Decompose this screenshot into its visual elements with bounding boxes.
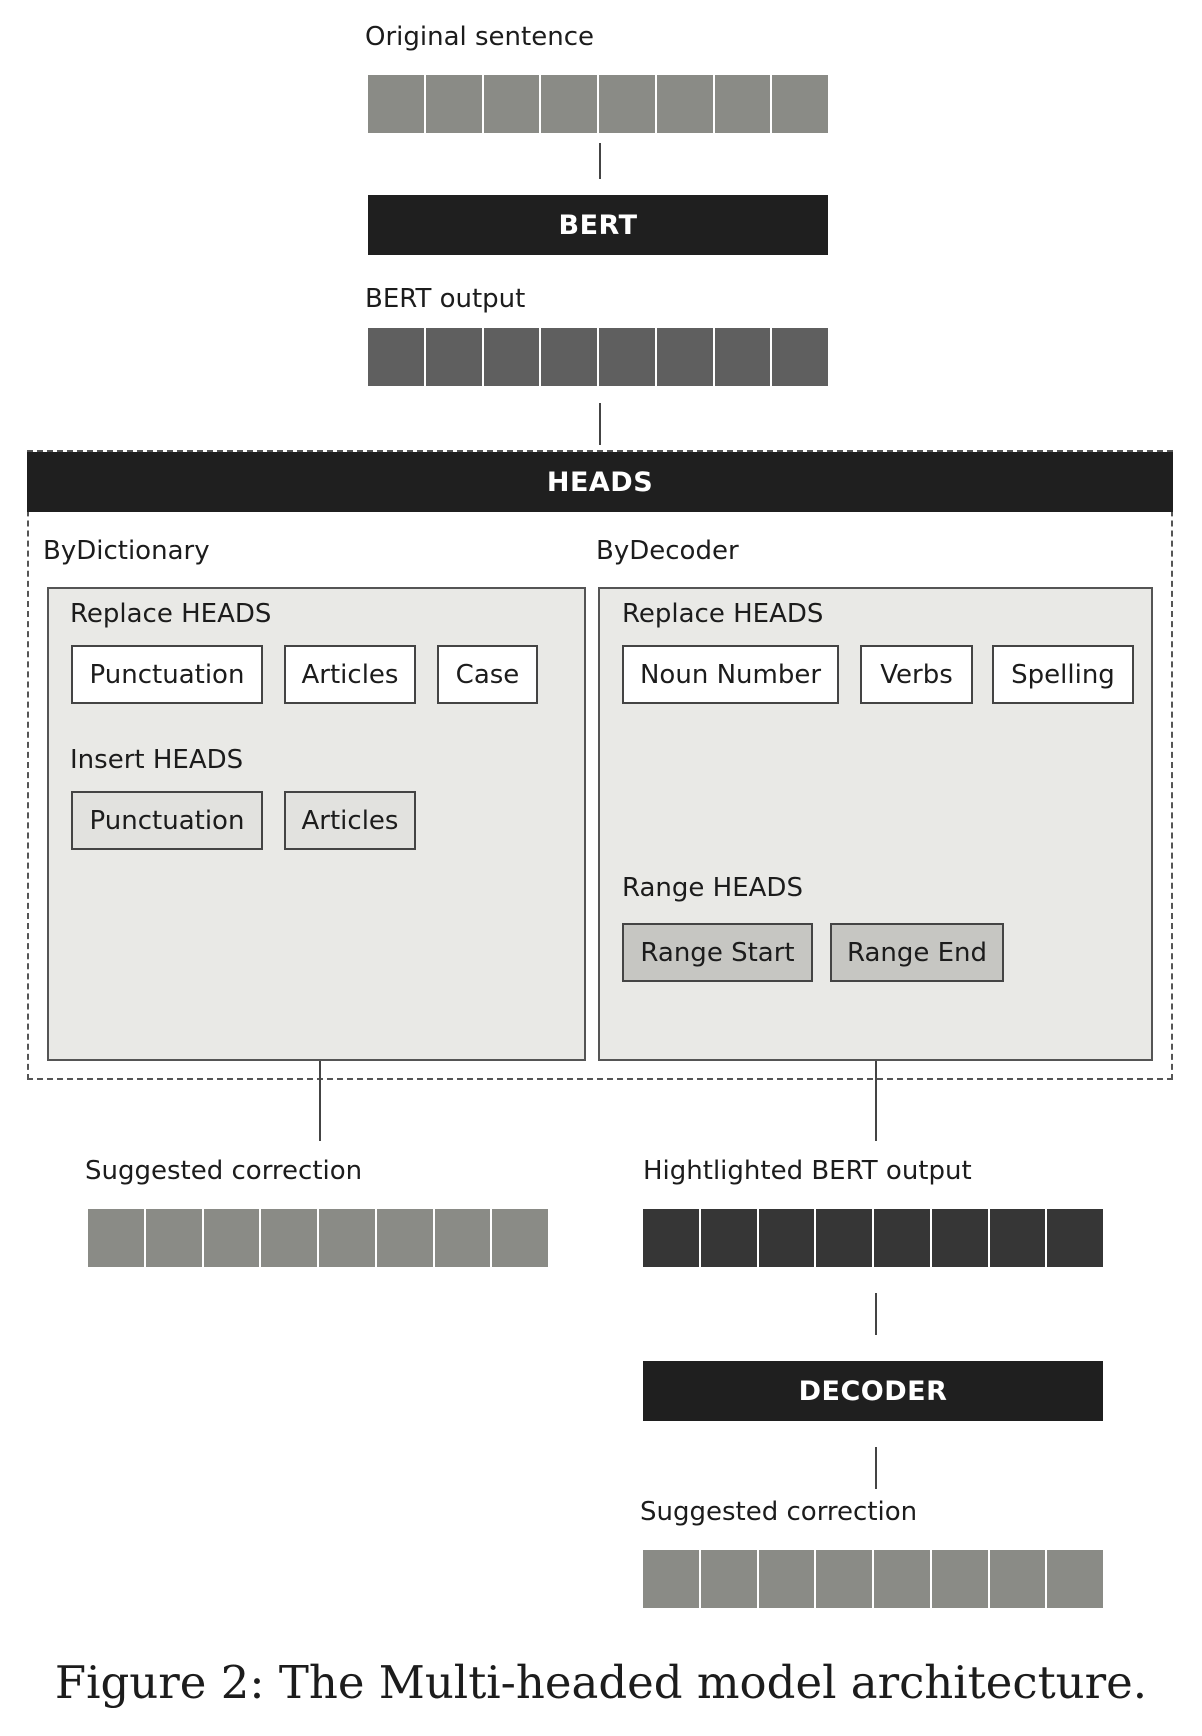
token-cell	[874, 1209, 932, 1267]
token-cell	[368, 75, 426, 133]
head-chip-articles: Articles	[284, 645, 416, 704]
token-cell	[656, 328, 715, 386]
highlighted-output-label: Hightlighted BERT output	[643, 1156, 972, 1186]
connector-line	[875, 1293, 877, 1335]
connector-line	[599, 403, 601, 445]
token-cell	[541, 328, 599, 386]
range-heads-title: Range HEADS	[622, 873, 803, 903]
connector-line	[319, 1061, 321, 1141]
token-cell	[643, 1550, 701, 1608]
suggested-correction-left-label: Suggested correction	[85, 1156, 363, 1186]
token-cell	[656, 75, 715, 133]
token-cell	[261, 1209, 319, 1267]
highlighted-output-tokens	[643, 1209, 1103, 1267]
token-cell	[643, 1209, 701, 1267]
token-cell	[425, 328, 484, 386]
token-cell	[931, 1209, 990, 1267]
bert-block: BERT	[368, 195, 828, 255]
token-cell	[319, 1209, 377, 1267]
token-cell	[425, 75, 484, 133]
token-cell	[758, 1209, 817, 1267]
head-chip-range-start: Range Start	[622, 923, 813, 982]
token-cell	[599, 328, 657, 386]
head-chip-punctuation: Punctuation	[71, 645, 263, 704]
token-cell	[492, 1209, 548, 1267]
token-cell	[483, 328, 542, 386]
token-cell	[145, 1209, 204, 1267]
suggested-correction-right-tokens	[643, 1550, 1103, 1608]
head-chip-noun-number: Noun Number	[622, 645, 839, 704]
head-chip-spelling: Spelling	[992, 645, 1134, 704]
decoder-block: DECODER	[643, 1361, 1103, 1421]
connector-line	[875, 1447, 877, 1489]
token-cell	[541, 75, 599, 133]
token-cell	[816, 1550, 874, 1608]
head-chip-insert-articles: Articles	[284, 791, 416, 850]
token-cell	[483, 75, 542, 133]
token-cell	[989, 1550, 1048, 1608]
token-cell	[599, 75, 657, 133]
token-cell	[368, 328, 426, 386]
token-cell	[700, 1550, 759, 1608]
token-cell	[434, 1209, 493, 1267]
figure-caption: Figure 2: The Multi-headed model archite…	[54, 1656, 1148, 1709]
bert-output-tokens	[368, 328, 828, 386]
insert-heads-title: Insert HEADS	[70, 745, 244, 775]
token-cell	[203, 1209, 262, 1267]
token-cell	[931, 1550, 990, 1608]
token-cell	[1047, 1550, 1103, 1608]
bert-output-label: BERT output	[365, 284, 526, 314]
token-cell	[714, 75, 773, 133]
suggested-correction-right-label: Suggested correction	[640, 1497, 918, 1527]
by-dictionary-title: ByDictionary	[43, 536, 210, 566]
original-sentence-tokens	[368, 75, 828, 133]
head-chip-insert-punctuation: Punctuation	[71, 791, 263, 850]
suggested-correction-left-tokens	[88, 1209, 548, 1267]
connector-line	[599, 143, 601, 179]
token-cell	[714, 328, 773, 386]
heads-block: HEADS	[27, 452, 1173, 512]
token-cell	[874, 1550, 932, 1608]
original-sentence-label: Original sentence	[365, 22, 594, 52]
token-cell	[758, 1550, 817, 1608]
token-cell	[772, 328, 828, 386]
token-cell	[1047, 1209, 1103, 1267]
head-chip-verbs: Verbs	[860, 645, 973, 704]
token-cell	[989, 1209, 1048, 1267]
token-cell	[376, 1209, 435, 1267]
token-cell	[700, 1209, 759, 1267]
replace-heads-title: Replace HEADS	[70, 599, 272, 629]
decoder-replace-heads-title: Replace HEADS	[622, 599, 824, 629]
token-cell	[88, 1209, 146, 1267]
token-cell	[816, 1209, 874, 1267]
by-decoder-title: ByDecoder	[596, 536, 739, 566]
head-chip-range-end: Range End	[830, 923, 1004, 982]
token-cell	[772, 75, 828, 133]
head-chip-case: Case	[437, 645, 538, 704]
heads-container	[27, 450, 1173, 1080]
connector-line	[875, 1061, 877, 1141]
